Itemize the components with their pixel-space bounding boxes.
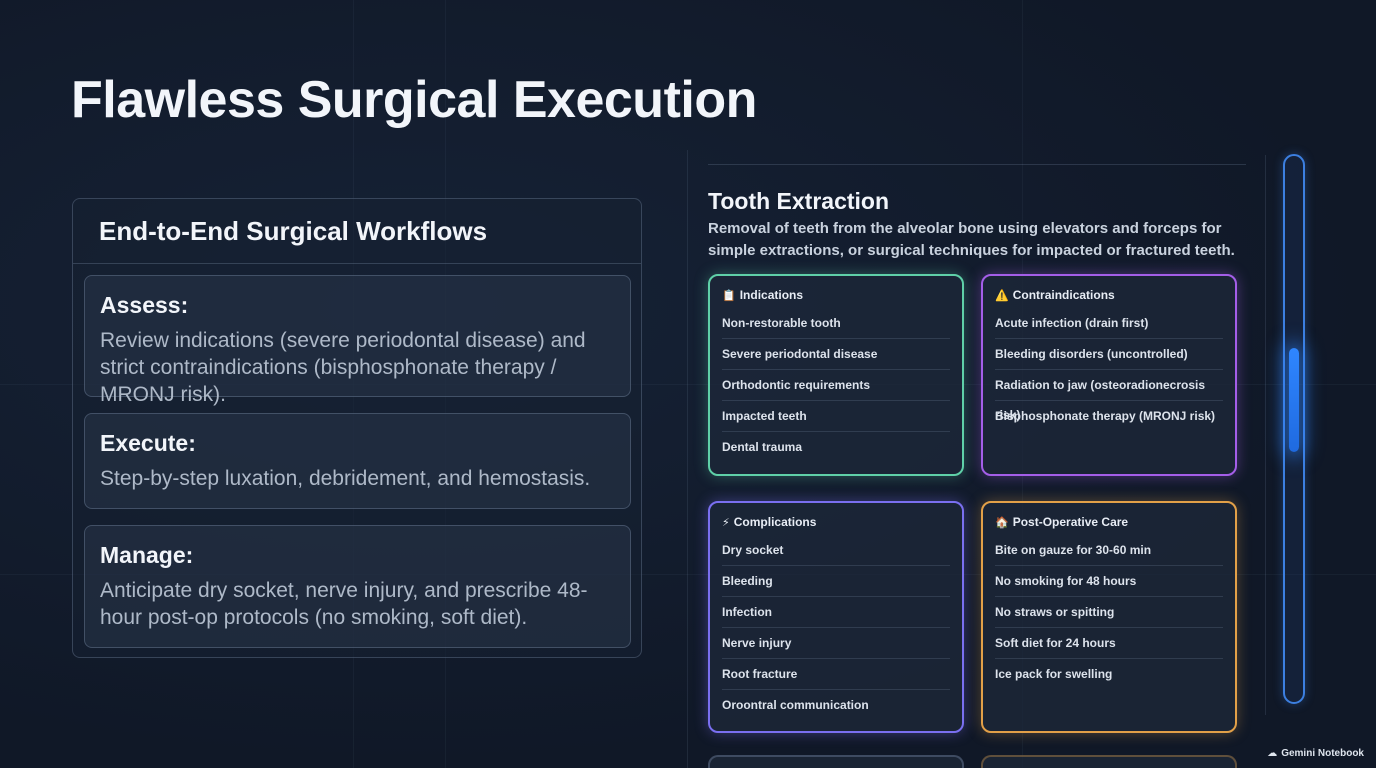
list-item: Infection bbox=[722, 597, 950, 628]
grid-line bbox=[0, 574, 1376, 575]
warning-icon: ⚠️ bbox=[995, 289, 1009, 302]
card-title: Indications bbox=[739, 288, 804, 302]
list-item: Orthodontic requirements bbox=[722, 370, 950, 401]
list-item: Dry socket bbox=[722, 535, 950, 566]
card-list: Acute infection (drain first)Bleeding di… bbox=[995, 308, 1223, 431]
list-item: Oroontral communication bbox=[722, 698, 869, 712]
list-item: Bleeding bbox=[722, 566, 950, 597]
list-item: Bleeding disorders (uncontrolled) bbox=[995, 339, 1223, 370]
step-body: Step-by-step luxation, debridement, and … bbox=[100, 467, 591, 490]
procedure-title: Tooth Extraction bbox=[708, 188, 890, 214]
card-partial bbox=[981, 755, 1237, 768]
list-item: Dental trauma bbox=[722, 440, 803, 454]
divider bbox=[687, 150, 688, 768]
list-item: Severe periodontal disease bbox=[722, 339, 950, 370]
card-contraindications: ⚠️ Contraindications Acute infection (dr… bbox=[981, 274, 1237, 476]
house-icon: 🏠 bbox=[995, 516, 1009, 529]
step-assess: Assess: Review indications (severe perio… bbox=[84, 275, 631, 406]
clipboard-icon: 📋 bbox=[722, 289, 736, 302]
card-header: ⚡ Complications bbox=[722, 515, 950, 529]
page-title: Flawless Surgical Execution bbox=[71, 71, 757, 129]
list-item: Root fracture bbox=[722, 659, 950, 690]
card-header: ⚠️ Contraindications bbox=[995, 288, 1223, 302]
list-item: Soft diet for 24 hours bbox=[995, 628, 1223, 659]
list-item: Bite on gauze for 30-60 min bbox=[995, 535, 1223, 566]
step-execute: Execute: Step-by-step luxation, debridem… bbox=[84, 413, 631, 509]
list-item: Acute infection (drain first) bbox=[995, 308, 1223, 339]
step-body: Anticipate dry socket, nerve injury, and… bbox=[100, 579, 588, 629]
workflow-heading: End-to-End Surgical Workflows bbox=[73, 199, 641, 264]
card-title: Contraindications bbox=[1012, 288, 1115, 302]
grid-line bbox=[0, 384, 1376, 385]
step-manage: Manage: Anticipate dry socket, nerve inj… bbox=[84, 525, 631, 648]
card-title: Complications bbox=[733, 515, 817, 529]
list-item: Bisphosphonate therapy (MRONJ risk) bbox=[995, 409, 1216, 423]
divider bbox=[1265, 155, 1266, 715]
step-label: Assess: bbox=[100, 292, 189, 318]
card-postop: 🏠 Post-Operative Care Bite on gauze for … bbox=[981, 501, 1237, 733]
list-item: Impacted teeth bbox=[722, 401, 950, 432]
card-partial bbox=[708, 755, 964, 768]
list-item: No straws or spitting bbox=[995, 597, 1223, 628]
procedure-description: Removal of teeth from the alveolar bone … bbox=[708, 220, 1235, 259]
step-label: Manage: bbox=[100, 542, 194, 568]
step-body: Review indications (severe periodontal d… bbox=[100, 329, 586, 406]
list-item: Non-restorable tooth bbox=[722, 308, 950, 339]
divider bbox=[708, 164, 1246, 165]
list-item: Ice pack for swelling bbox=[995, 667, 1113, 681]
list-item: Nerve injury bbox=[722, 628, 950, 659]
list-item: Radiation to jaw (osteoradionecrosis ris… bbox=[995, 370, 1223, 422]
card-title: Post-Operative Care bbox=[1012, 515, 1129, 529]
brand-label: Gemini Notebook bbox=[1281, 748, 1364, 759]
workflow-panel: End-to-End Surgical Workflows Assess: Re… bbox=[72, 198, 642, 658]
scrollbar-thumb[interactable] bbox=[1289, 348, 1299, 452]
cloud-icon: ☁ bbox=[1267, 748, 1278, 759]
list-item: No smoking for 48 hours bbox=[995, 566, 1223, 597]
step-label: Execute: bbox=[100, 430, 196, 456]
lightning-icon: ⚡ bbox=[722, 516, 730, 529]
card-header: 📋 Indications bbox=[722, 288, 950, 302]
brand-watermark: ☁ Gemini Notebook bbox=[1267, 748, 1364, 759]
card-header: 🏠 Post-Operative Care bbox=[995, 515, 1223, 529]
